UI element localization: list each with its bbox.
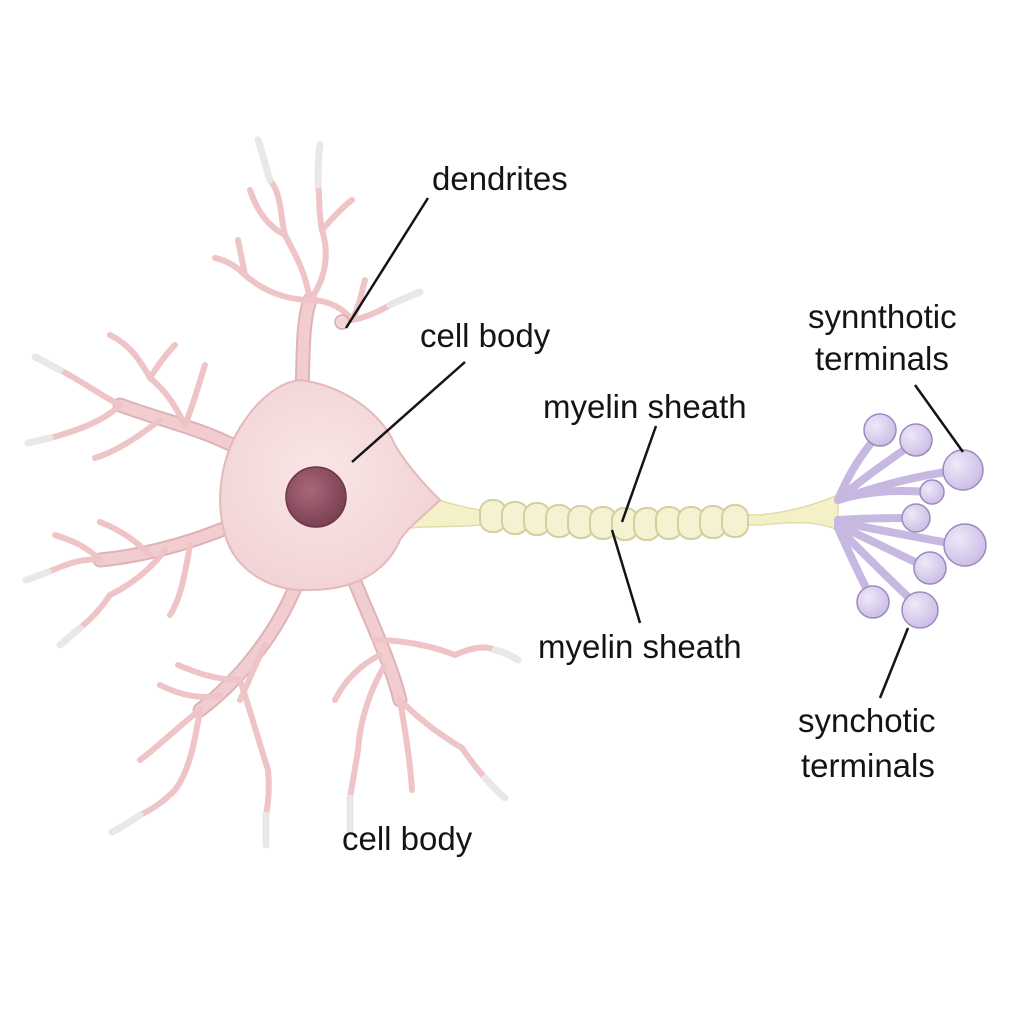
- label-synaptic-terminals-bottom-line2: terminals: [801, 747, 935, 784]
- myelin-sheath-segments: [479, 499, 749, 541]
- nucleus: [285, 466, 347, 528]
- label-synaptic-terminals-bottom-line1: synchotic: [798, 702, 936, 739]
- synaptic-terminals: [834, 413, 987, 629]
- label-cell-body-top: cell body: [420, 317, 551, 354]
- label-myelin-sheath-top: myelin sheath: [543, 388, 747, 425]
- cell-body-soma: [219, 314, 442, 592]
- label-leader-lines: [344, 197, 965, 699]
- label-synaptic-terminals-top-line1: synnthotic: [808, 298, 957, 335]
- diagram-labels: dendrites cell body myelin sheath synnth…: [342, 160, 957, 857]
- label-dendrites: dendrites: [432, 160, 568, 197]
- label-myelin-sheath-bottom: myelin sheath: [538, 628, 742, 665]
- label-cell-body-bottom: cell body: [342, 820, 473, 857]
- label-synaptic-terminals-top-line2: terminals: [815, 340, 949, 377]
